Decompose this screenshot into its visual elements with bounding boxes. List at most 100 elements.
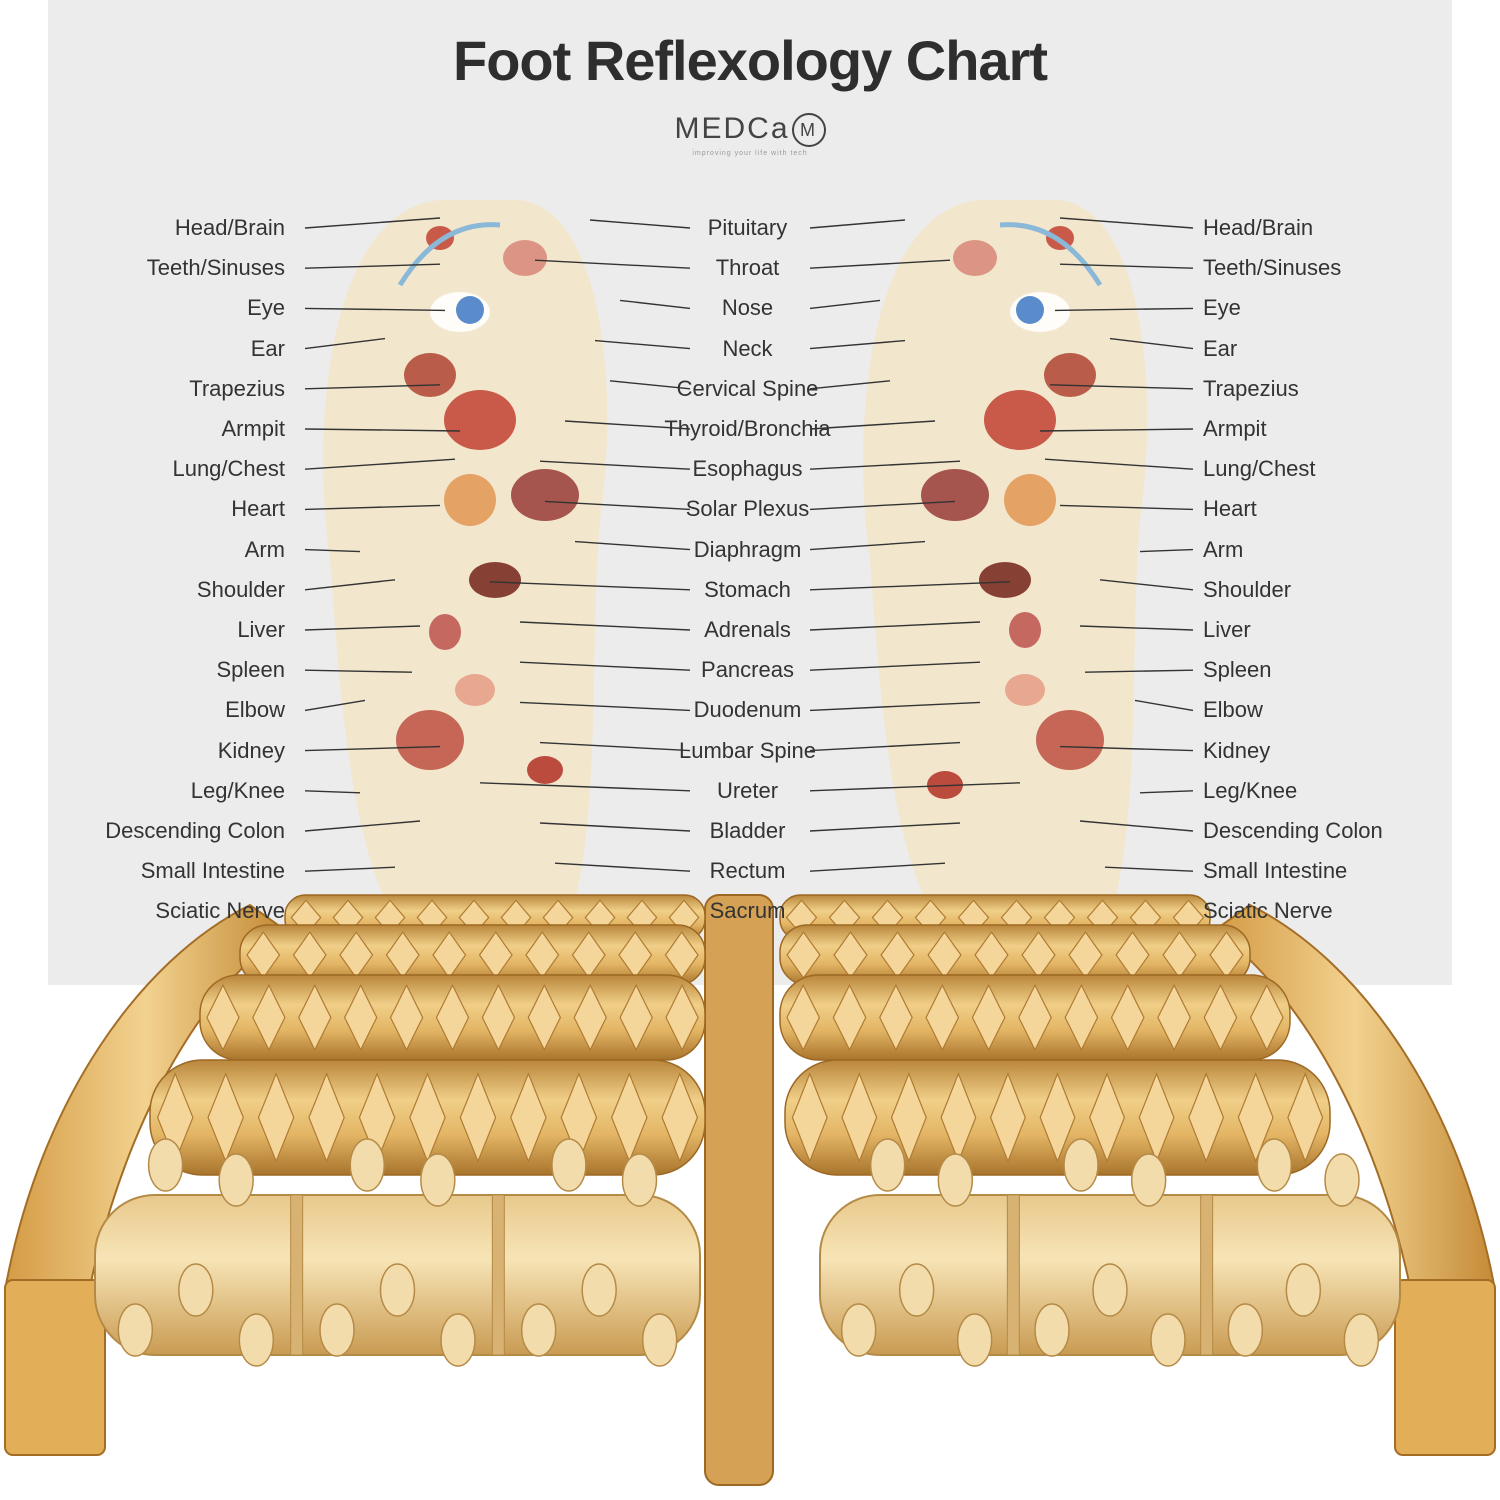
massage-nub [869, 1138, 906, 1192]
roller-ridge [971, 983, 1006, 1052]
leader-line [304, 263, 441, 269]
leader-line [534, 259, 691, 269]
organ-illustration [1005, 674, 1045, 706]
roller-ridge [525, 931, 560, 979]
right-side-frame [1213, 903, 1497, 1342]
left-reflex-label: Sciatic Nerve [155, 898, 285, 924]
roller-ridge [618, 931, 653, 979]
brand-name: MEDCa [674, 112, 790, 145]
center-reflex-label: Sacrum [709, 898, 786, 924]
roller-ridge [343, 983, 378, 1052]
right-reflex-label: Armpit [1203, 416, 1267, 441]
massage-nub [1034, 1303, 1070, 1357]
leader-line [809, 621, 981, 631]
right-reflex-label: Arm [1203, 536, 1244, 562]
massage-nub [520, 1303, 557, 1357]
massage-nub [1227, 1303, 1264, 1357]
roller-ridge [1018, 983, 1052, 1052]
leader-line [304, 866, 396, 872]
center-divider-bar [704, 894, 774, 1486]
left-reflex-label: Armpit [221, 416, 285, 441]
leader-line [809, 219, 906, 229]
roller-ridge [1237, 1072, 1274, 1163]
massage-nub [420, 1153, 456, 1207]
massage-nub [1324, 1153, 1360, 1207]
roller-ridge [890, 1072, 927, 1163]
leader-line [1099, 579, 1194, 591]
organ-illustration [396, 710, 464, 770]
roller-ridge [880, 931, 915, 979]
organ-illustration [984, 390, 1056, 450]
roller-ridge [1249, 983, 1284, 1052]
leader-line [519, 661, 691, 671]
roller-segment-ring [491, 1194, 505, 1356]
massage-nub [581, 1263, 617, 1317]
leader-line [809, 822, 961, 832]
massage-nub [898, 1263, 935, 1317]
massage-nub [1150, 1313, 1186, 1367]
roller-ridge [925, 983, 960, 1052]
leader-line [554, 862, 691, 872]
organ-illustration [444, 390, 516, 450]
roller-ridge [573, 983, 607, 1052]
left-reflex-label: Shoulder [196, 576, 285, 602]
right-reflex-label: Lung/Chest [1203, 456, 1316, 482]
leader-line [809, 862, 946, 872]
roller-ridge [1089, 1072, 1126, 1163]
leader-line [1139, 548, 1194, 553]
leader-line [304, 548, 361, 553]
roller-ridge [989, 1072, 1026, 1163]
right-frame-foot [1394, 1279, 1496, 1456]
center-reflex-label: Cervical Spine [676, 375, 819, 401]
left-reflex-label: Arm [244, 536, 285, 562]
leader-line [304, 384, 441, 390]
left-reflex-label: Spleen [216, 657, 285, 683]
organ-illustration [444, 474, 496, 526]
center-reflex-label: Pancreas [701, 657, 794, 683]
leader-line [809, 782, 1021, 792]
chart-title: Foot Reflexology Chart [452, 29, 1048, 92]
leader-line [809, 420, 936, 430]
leader-line [809, 581, 1011, 591]
roller-ridge [879, 983, 913, 1052]
leader-line [809, 380, 891, 390]
roller-ridge [791, 1072, 828, 1163]
leader-line [1104, 866, 1194, 872]
roller-segment-ring [1006, 1194, 1020, 1356]
leader-line [1049, 384, 1194, 390]
leader-line [809, 299, 881, 310]
massage-nub [1092, 1263, 1128, 1317]
right-reflex-label: Trapezius [1203, 375, 1299, 401]
roller-ridge [257, 1072, 295, 1163]
leader-line [1139, 790, 1194, 794]
massage-nub [840, 1303, 877, 1357]
right-arrow-icon [999, 222, 1103, 287]
leader-line [304, 579, 396, 591]
leader-line [1059, 504, 1194, 511]
massage-nub [1130, 1153, 1167, 1207]
organ-illustration [511, 469, 579, 521]
roller-ridge [611, 1072, 648, 1163]
leader-line [304, 669, 413, 673]
leader-line [809, 339, 906, 350]
center-reflex-label: Bladder [709, 818, 786, 843]
right-eye-icon [1016, 296, 1044, 324]
center-reflex-label: Lumbar Spine [679, 737, 816, 763]
left-reflex-label: Kidney [217, 737, 285, 763]
roller-ridge [1162, 931, 1197, 979]
roller-ridge [1209, 931, 1244, 979]
leader-line [1059, 745, 1194, 752]
roller-ridge [308, 1072, 345, 1163]
roller-ridge [435, 983, 470, 1052]
leader-line [304, 458, 456, 470]
leader-line [1079, 625, 1194, 631]
right-reflex-label: Small Intestine [1203, 858, 1348, 884]
leader-line [809, 540, 926, 551]
leader-line [1084, 669, 1194, 673]
roller-ridge [385, 931, 420, 979]
roller-segment-ring [1200, 1194, 1214, 1356]
leader-line [304, 745, 441, 752]
massage-nub [147, 1138, 184, 1192]
